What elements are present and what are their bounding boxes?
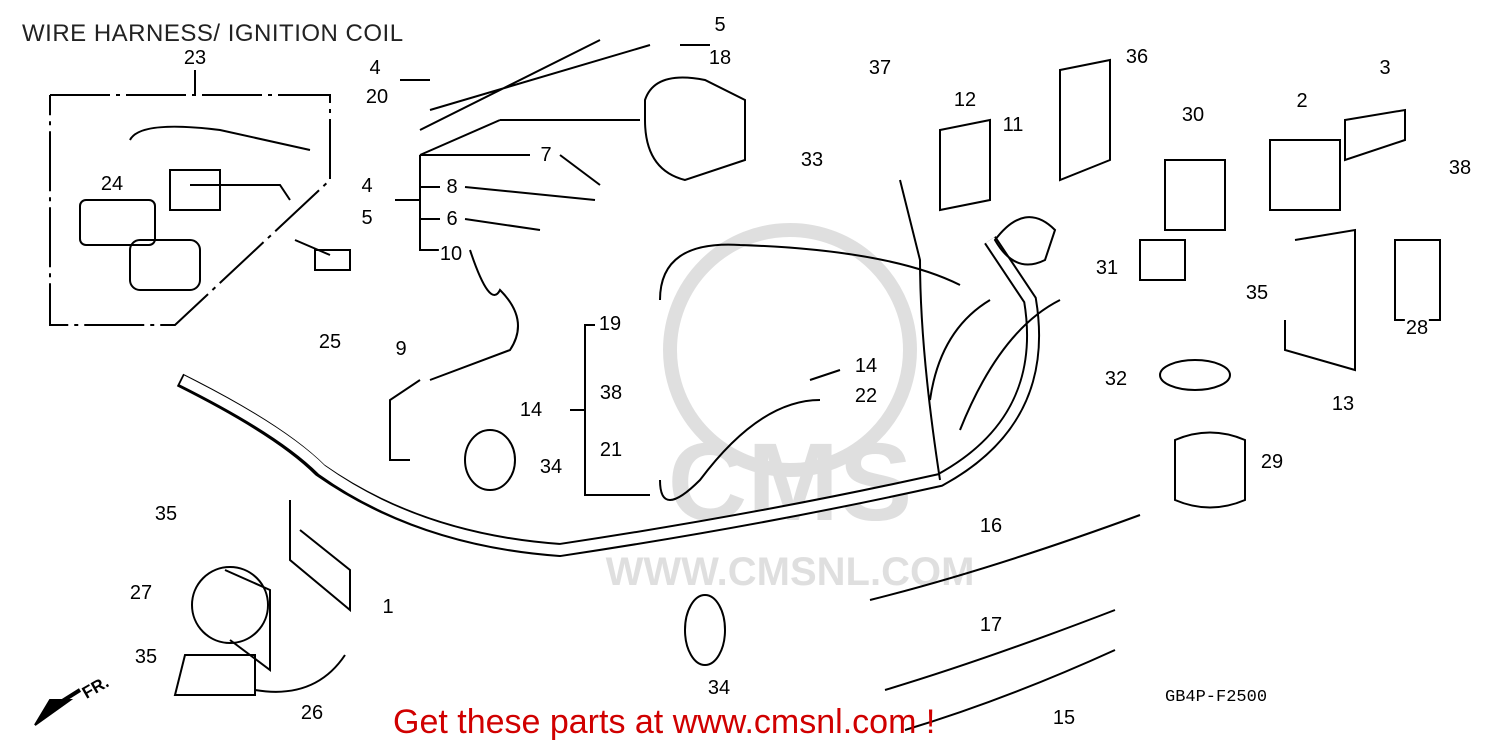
callout-label: 17 [978, 614, 1004, 636]
horn [191, 566, 269, 644]
callout-label: 35 [133, 646, 159, 668]
callout-label: 36 [1124, 46, 1150, 68]
callout-label: 11 [1001, 114, 1025, 136]
callout-label: 9 [394, 338, 408, 360]
callout-label: 29 [1259, 451, 1285, 473]
callout-label: 7 [539, 144, 553, 166]
ignition-switch [129, 125, 311, 211]
callout-label: 4 [360, 175, 374, 197]
callout-label: 4 [368, 57, 382, 79]
callout-label: 26 [299, 702, 325, 724]
diagram-title: WIRE HARNESS/ IGNITION COIL [22, 20, 404, 47]
callout-label: 5 [360, 207, 374, 229]
callout-label: 22 [853, 385, 879, 407]
callout-label: 23 [182, 47, 208, 69]
callout-label: 25 [317, 331, 343, 353]
callout-label: 24 [99, 173, 125, 195]
diagram-code: GB4P-F2500 [1165, 688, 1268, 707]
callout-label: 5 [713, 14, 727, 36]
callout-label: 37 [867, 57, 893, 79]
callout-label: 3 [1378, 57, 1392, 79]
callout-label: 38 [1447, 157, 1473, 179]
callout-label: 32 [1103, 368, 1129, 390]
callout-label: 6 [445, 208, 459, 230]
ignition-coil [644, 76, 746, 182]
callout-label: 15 [1051, 707, 1077, 729]
callout-label: 10 [438, 243, 464, 265]
callout-label: 38 [598, 382, 624, 404]
callout-label: 20 [364, 86, 390, 108]
callout-label: 34 [706, 677, 732, 699]
callout-label: 28 [1404, 317, 1430, 339]
front-arrow [34, 699, 74, 726]
callout-label: 16 [978, 515, 1004, 537]
callout-label: 14 [853, 355, 879, 377]
promo-link[interactable]: Get these parts at www.cmsnl.com ! [393, 703, 936, 741]
callout-label: 31 [1094, 257, 1120, 279]
callout-label: 27 [128, 582, 154, 604]
callout-label: 19 [597, 313, 623, 335]
callout-label: 33 [799, 149, 825, 171]
callout-label: 2 [1295, 90, 1309, 112]
callout-label: 21 [598, 439, 624, 461]
callout-label: 14 [518, 399, 544, 421]
callout-label: 8 [445, 176, 459, 198]
callout-label: 30 [1180, 104, 1206, 126]
callout-label: 35 [1244, 282, 1270, 304]
callout-label: 18 [707, 47, 733, 69]
callout-label: 34 [538, 456, 564, 478]
callout-label: 13 [1330, 393, 1356, 415]
watermark-url: WWW.CMSNL.COM [606, 550, 975, 594]
callout-label: 35 [153, 503, 179, 525]
bracket-23 [49, 94, 331, 326]
callout-label: 12 [952, 89, 978, 111]
callout-label: 1 [381, 596, 395, 618]
